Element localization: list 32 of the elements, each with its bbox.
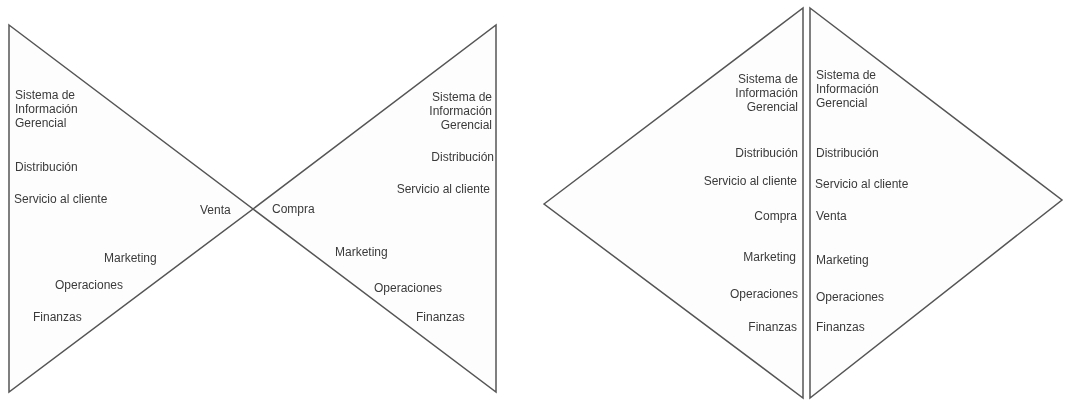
segment-label: Compra [272,202,315,216]
segment-label: Compra [754,209,797,223]
segment-label: Sistema de Información Gerencial [15,88,79,130]
segment-label: Distribución [15,160,78,174]
segment-label: Marketing [104,251,157,265]
segment-label: Servicio al cliente [396,182,490,196]
segment-label: Distribución [735,146,798,160]
segment-label: Sistema de Información Gerencial [734,72,798,114]
segment-label: Operaciones [729,287,798,301]
segment-label: Sistema de Información Gerencial [816,68,880,110]
segment-label: Distribución [431,150,494,164]
segment-label: Finanzas [33,310,82,324]
segment-label: Sistema de Información Gerencial [428,90,492,132]
triangle-shape [9,25,253,392]
segment-label: Servicio al cliente [815,177,909,191]
triangle-shape [253,25,496,392]
segment-label: Venta [816,209,847,223]
triangle-shape [544,8,803,398]
segment-label: Finanzas [748,320,797,334]
segment-label: Marketing [816,253,869,267]
segment-label: Servicio al cliente [703,174,797,188]
segment-label: Operaciones [374,281,443,295]
segment-label: Operaciones [55,278,124,292]
segment-label: Servicio al cliente [14,192,108,206]
segment-label: Marketing [335,245,388,259]
segment-label: Distribución [816,146,879,160]
segment-label: Finanzas [816,320,865,334]
segment-label: Operaciones [816,290,885,304]
triangle-shape [810,8,1062,398]
segment-label: Marketing [743,250,796,264]
segment-label: Finanzas [416,310,465,324]
segment-label: Venta [200,203,231,217]
